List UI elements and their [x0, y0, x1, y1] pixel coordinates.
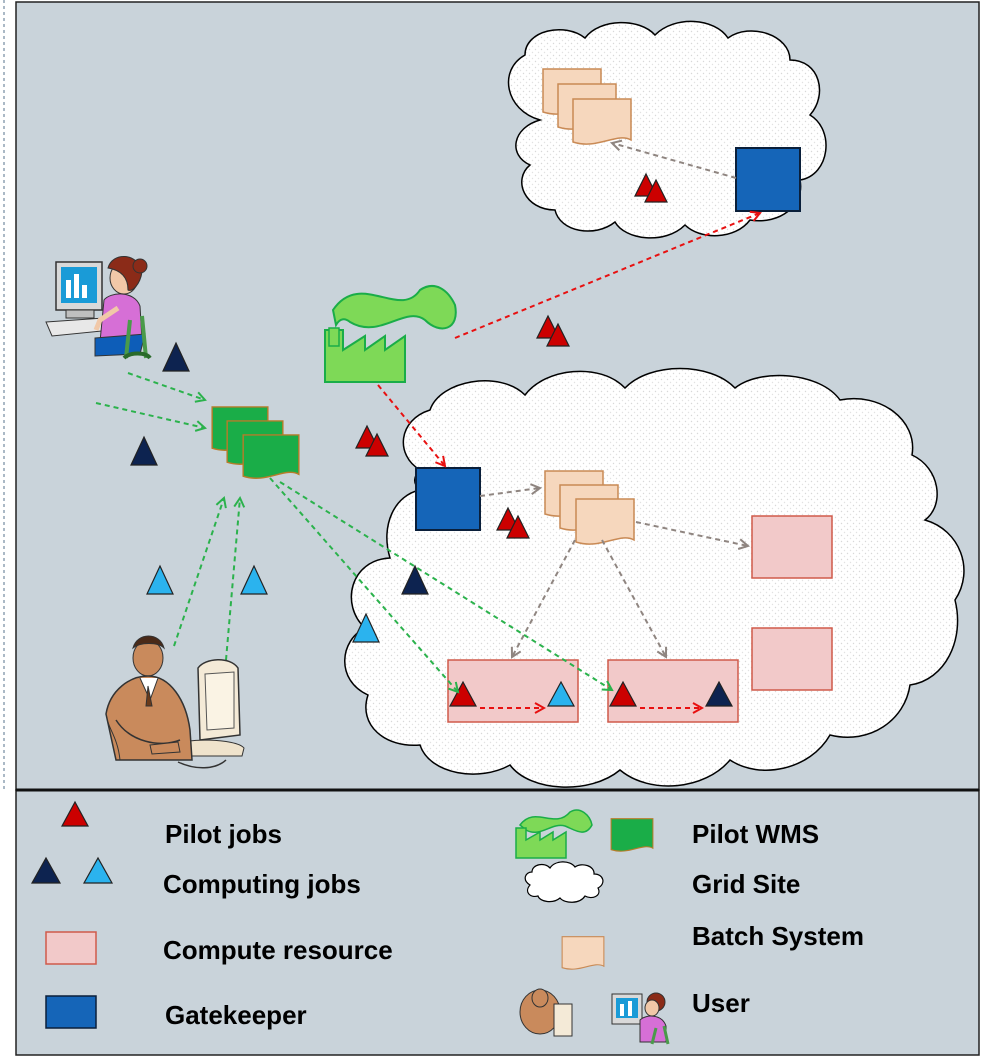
pilot-job-pair-top	[634, 172, 668, 203]
arrow-user1-to-wms-b	[95, 402, 205, 428]
legend-pilot-jobs-label: Pilot jobs	[165, 819, 282, 849]
arrow-wms-to-resource-4	[279, 481, 612, 690]
legend-grid-site-label: Grid Site	[692, 869, 800, 899]
arrow-batch-to-resource-4	[601, 539, 666, 657]
arrow-gatekeeper-to-batch-top	[612, 143, 737, 179]
pilot-job-in-resource-3	[448, 680, 478, 707]
gatekeeper-bottom	[415, 467, 481, 531]
computing-job-dark-in-resource-4	[704, 680, 734, 707]
legend-computing-job-dark-icon	[30, 856, 62, 884]
arrow-user2-to-wms-b	[225, 498, 240, 661]
legend-batch-system-label: Batch System	[692, 921, 864, 951]
legend-computing-jobs-label: Computing jobs	[163, 869, 361, 899]
computing-job-light-in-resource-3	[546, 680, 576, 707]
computing-job-dark-2	[130, 435, 158, 466]
legend-batch-system-icon	[561, 936, 605, 970]
legend-cloud-icon	[524, 861, 604, 903]
computing-job-light-1	[146, 564, 174, 595]
arrow-factory-to-gatekeeper-top	[454, 213, 760, 339]
legend-gatekeeper-label: Gatekeeper	[165, 1000, 307, 1030]
arrow-gatekeeper-to-batch-bottom	[479, 488, 540, 497]
pilot-job-pair-factory-right	[536, 314, 570, 347]
grid-site-cloud-bottom	[344, 367, 965, 788]
legend-user-icon	[519, 988, 670, 1045]
gatekeeper-top	[735, 147, 801, 212]
pilot-job-in-resource-4	[608, 680, 638, 707]
man-at-computer-icon	[105, 635, 245, 769]
computing-job-dark-3	[401, 564, 429, 595]
legend-gatekeeper-icon	[45, 995, 97, 1029]
legend-factory-icon	[515, 809, 593, 859]
pilot-job-pair-bottom-cloud	[496, 506, 530, 539]
legend-compute-resource-icon	[45, 931, 97, 965]
pilot-job-pair-factory-left	[355, 424, 389, 457]
legend-pilot-wms-label: Pilot WMS	[692, 819, 819, 849]
arrow-user1-to-wms-a	[127, 372, 205, 400]
legend-computing-job-light-icon	[82, 856, 114, 884]
legend-compute-resource-label: Compute resource	[163, 935, 393, 965]
computing-job-light-3	[352, 612, 380, 643]
factory-icon	[324, 285, 457, 383]
computing-job-dark-1	[162, 341, 190, 372]
legend-user-label: User	[692, 988, 750, 1018]
legend-pilot-wms-icon	[610, 818, 654, 852]
arrow-batch-to-resource-3	[512, 539, 576, 657]
legend-panel	[15, 789, 980, 1056]
computing-job-light-2	[240, 564, 268, 595]
legend-pilot-job-icon	[60, 800, 90, 827]
arrow-batch-to-resource-1	[635, 521, 748, 546]
compute-resource-2	[751, 627, 833, 691]
compute-resource-1	[751, 515, 833, 579]
arrow-user2-to-wms-a	[173, 498, 224, 647]
woman-at-computer-icon	[45, 256, 152, 360]
arrow-wms-to-resource-3	[269, 477, 458, 692]
